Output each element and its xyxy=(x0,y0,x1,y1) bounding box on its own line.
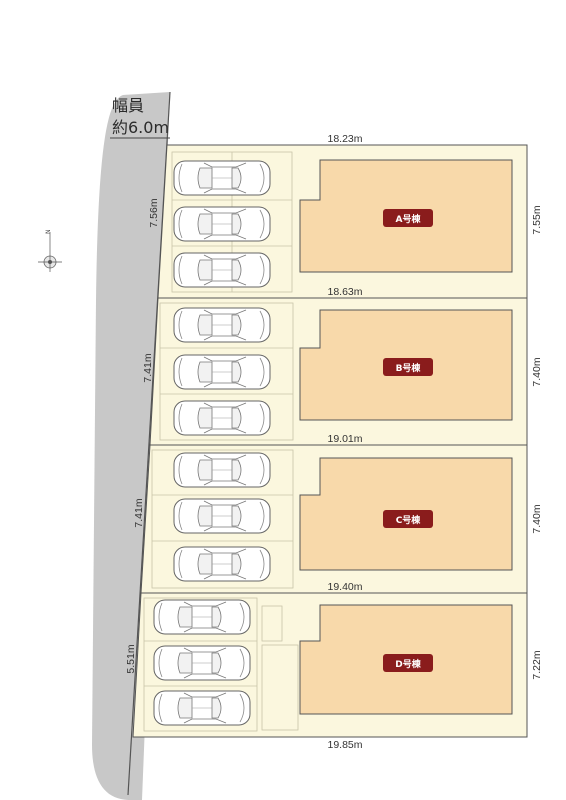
dimension-bottom-d: 19.85m xyxy=(327,739,362,751)
dimension-right-c: 7.40m xyxy=(531,504,543,533)
dimension-right-a: 7.55m xyxy=(531,205,543,234)
road xyxy=(92,92,170,800)
dimension-bottom-b: 19.01m xyxy=(327,433,362,445)
unit-label: D号棟 xyxy=(395,658,421,670)
dimension-right-b: 7.40m xyxy=(531,357,543,386)
dimension-right-d: 7.22m xyxy=(531,650,543,679)
lot-c: C号棟 xyxy=(140,444,528,594)
lot-d: D号棟 xyxy=(132,592,528,738)
road-width-label: 幅員 約6.0m xyxy=(110,96,170,139)
dimension-bottom-a: 18.63m xyxy=(327,286,362,298)
compass-icon: N xyxy=(38,230,62,272)
unit-label: B号棟 xyxy=(396,362,422,374)
dimension-left-b: 7.41m xyxy=(142,353,154,382)
compass-north-label: N xyxy=(45,230,52,235)
unit-label: A号棟 xyxy=(396,213,422,225)
dimension-left-c: 7.41m xyxy=(133,498,145,527)
car-icon xyxy=(153,645,251,681)
car-icon xyxy=(173,546,271,582)
car-icon xyxy=(153,690,251,726)
unit-label-box xyxy=(383,209,433,227)
unit-label-box xyxy=(383,358,433,376)
car-icon xyxy=(153,599,251,635)
unit-label-box xyxy=(383,510,433,528)
car-icon xyxy=(173,498,271,534)
car-icon xyxy=(173,160,271,196)
car-icon xyxy=(173,307,271,343)
car-icon xyxy=(173,206,271,242)
car-icon xyxy=(173,400,271,436)
car-icon xyxy=(173,452,271,488)
lot-b: B号棟 xyxy=(149,297,528,446)
dimension-top-a: 18.23m xyxy=(327,133,362,145)
unit-label-box xyxy=(383,654,433,672)
dimension-bottom-c: 19.40m xyxy=(327,581,362,593)
lot-a: A号棟 xyxy=(157,144,528,299)
car-icon xyxy=(173,252,271,288)
road-label-line1: 幅員 xyxy=(112,96,144,115)
dimension-left-a: 7.56m xyxy=(148,198,160,227)
unit-label: C号棟 xyxy=(396,514,422,526)
car-icon xyxy=(173,354,271,390)
dimension-left-d: 5.51m xyxy=(125,644,137,673)
road-label-line2: 約6.0m xyxy=(112,118,169,137)
